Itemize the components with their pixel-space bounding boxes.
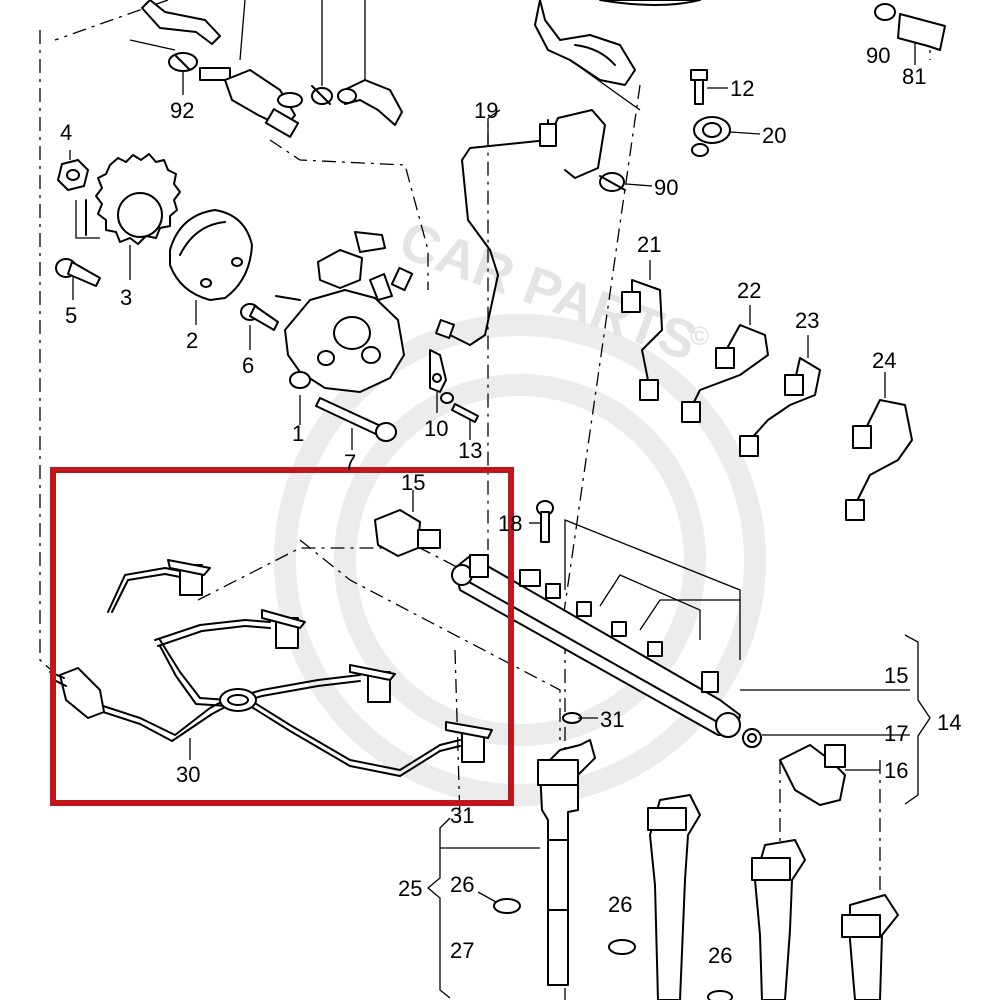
callout-13: 13 [458, 438, 482, 463]
callout-12: 12 [730, 76, 754, 101]
injector-2 [647, 794, 701, 1000]
callout-81: 81 [902, 64, 926, 89]
callout-30: 30 [176, 762, 200, 787]
clamp-92 [168, 52, 198, 95]
bracket-25 [426, 817, 540, 999]
pipe-21 [621, 260, 663, 401]
nut-4 [57, 150, 89, 191]
clamp-20 [691, 116, 761, 157]
callout-14: 14 [937, 710, 961, 735]
valve-16 [779, 744, 880, 806]
bracket-10 [429, 349, 447, 413]
callout-19: 19 [474, 98, 498, 123]
callout-90a: 90 [866, 43, 890, 68]
callout-22: 22 [737, 278, 761, 303]
callout-92: 92 [170, 98, 194, 123]
injector-4 [841, 894, 899, 1000]
bolt-13 [440, 392, 479, 440]
callout-18: 18 [498, 511, 522, 536]
callout-15-rail: 15 [884, 663, 908, 688]
hose-bend-top [337, 0, 403, 126]
bolt-6 [240, 303, 279, 350]
callout-31-bottom: 31 [450, 803, 474, 828]
pipe-23 [739, 335, 821, 457]
callout-2: 2 [186, 328, 198, 353]
callout-labels: 4 3 5 2 6 1 7 10 13 92 19 12 20 90 90 81… [60, 43, 961, 968]
callout-23: 23 [795, 308, 819, 333]
callout-1: 1 [292, 421, 304, 446]
clamp-90-right [599, 172, 653, 192]
bracket-14 [904, 634, 931, 805]
union-fitting [199, 67, 303, 138]
callout-17: 17 [884, 721, 908, 746]
callout-31-top: 31 [600, 707, 624, 732]
seal-17 [742, 728, 762, 748]
callout-26a: 26 [450, 872, 474, 897]
highlight-box [50, 467, 514, 806]
callout-27: 27 [450, 938, 474, 963]
pipe-19 [435, 109, 606, 346]
callout-5: 5 [65, 303, 77, 328]
callout-10: 10 [424, 416, 448, 441]
pipe-22 [681, 305, 769, 423]
callout-20: 20 [762, 123, 786, 148]
hub-2 [169, 209, 253, 325]
sprocket-3 [75, 153, 181, 280]
callout-26c: 26 [708, 943, 732, 968]
pressure-sensor-15 [374, 490, 441, 557]
bolt-5 [55, 258, 101, 300]
callout-15-sensor: 15 [401, 470, 425, 495]
callout-21: 21 [637, 232, 661, 257]
bolt-12 [690, 69, 728, 105]
pump-1 [275, 231, 414, 425]
fitting-81 [874, 3, 946, 65]
pipe-24 [845, 372, 913, 521]
clamp-top-center [311, 0, 333, 105]
callout-90b: 90 [654, 175, 678, 200]
callout-3: 3 [120, 285, 132, 310]
bolt-7 [315, 397, 397, 450]
watermark-mark: © [690, 321, 709, 351]
callout-25: 25 [398, 876, 422, 901]
callout-6: 6 [242, 353, 254, 378]
callout-4: 4 [60, 120, 72, 145]
injector-1 [537, 712, 598, 986]
callout-16: 16 [884, 758, 908, 783]
fuel-rail [451, 519, 910, 738]
bracket-top [534, 0, 701, 111]
seal-rings-26 [477, 891, 733, 1000]
callout-26b: 26 [608, 892, 632, 917]
bolt-18 [529, 500, 554, 543]
callout-24: 24 [872, 348, 896, 373]
leak-off-hose-30 [49, 559, 493, 777]
injector-3 [751, 839, 806, 1000]
hose-top-left [129, 0, 246, 61]
callout-7: 7 [344, 450, 356, 475]
